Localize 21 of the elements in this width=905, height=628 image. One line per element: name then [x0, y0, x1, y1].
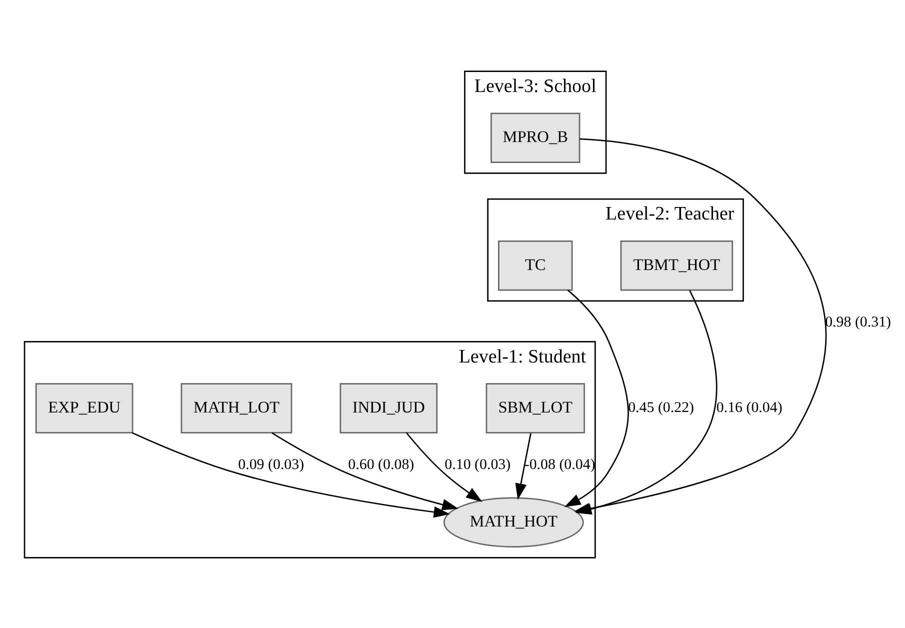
- edge-label: 0.45 (0.22): [628, 400, 694, 416]
- edge-label: 0.98 (0.31): [825, 314, 892, 330]
- arrow: [515, 432, 532, 500]
- arrow: [272, 432, 458, 510]
- node-ellipse: MATH_HOT: [443, 496, 584, 547]
- arrow: [132, 432, 450, 518]
- node-box: INDI_JUD: [340, 382, 438, 433]
- arrow: [564, 289, 629, 506]
- node-box: TC: [498, 240, 573, 290]
- edge-label: 0.16 (0.04): [716, 400, 782, 416]
- edge-label: -0.08 (0.04): [524, 456, 596, 473]
- arrow: [406, 432, 482, 502]
- node-box: TBMT_HOT: [620, 240, 734, 290]
- edge-label: 0.60 (0.08): [348, 456, 414, 473]
- edge-label: 0.10 (0.03): [444, 456, 511, 473]
- node-box: SBM_LOT: [486, 382, 585, 433]
- edge-label: 0.09 (0.03): [238, 456, 304, 473]
- node-box: EXP_EDU: [35, 382, 134, 433]
- arrow: [575, 290, 718, 514]
- node-box: MATH_LOT: [180, 382, 292, 433]
- node-box: MPRO_B: [490, 112, 580, 163]
